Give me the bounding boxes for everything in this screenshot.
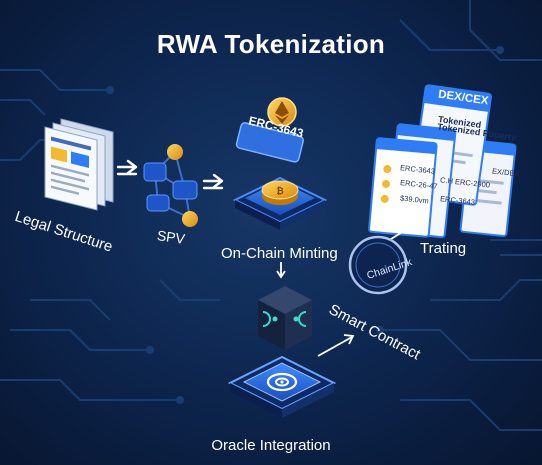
arrow-icon [202, 173, 224, 190]
trading-label: Trating [420, 240, 467, 257]
on-chain-minting-label: On-Chain Minting [221, 245, 338, 262]
arrow-icon [116, 159, 138, 176]
ethereum-coin-icon [267, 97, 297, 127]
document-icon [44, 118, 114, 211]
cube-chip-icon [258, 286, 312, 350]
oracle-integration-label: Oracle Integration [211, 437, 331, 454]
page-title: RWA Tokenization [156, 29, 386, 59]
chainlink-icon [348, 235, 408, 295]
oracle-chip-icon [227, 355, 337, 418]
arrow-icon [317, 334, 355, 357]
circuit-lines [0, 0, 542, 431]
svg-text:₿: ₿ [276, 186, 283, 196]
erc-3643-card [235, 122, 305, 163]
token-coin-icon: ₿ [261, 180, 299, 205]
spv-network-icon [143, 144, 198, 227]
arrow-icon [276, 262, 286, 279]
exchange-window-icon [368, 84, 517, 239]
